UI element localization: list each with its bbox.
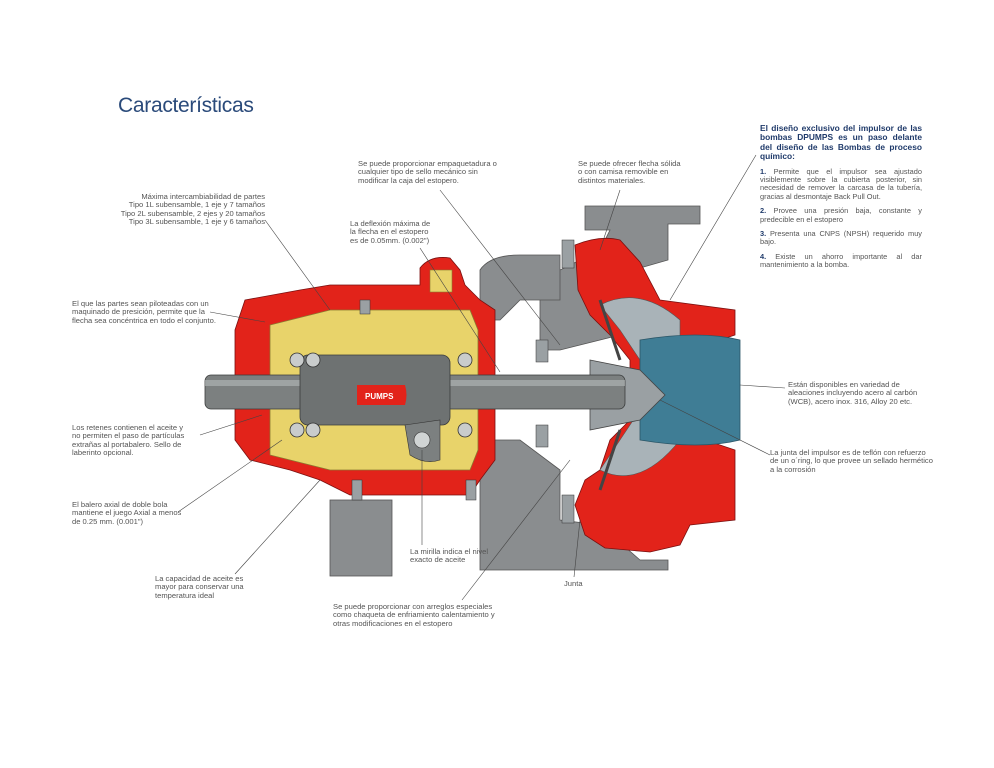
callout-piloteadas: El que las partes sean piloteadas con un… [72, 299, 216, 325]
callout-junta: Junta [564, 579, 583, 588]
callout-mirilla: La mirilla indica el nivel exacto de ace… [410, 547, 489, 565]
panel-item-1: 1. Permite que el impulsor sea ajustado … [760, 166, 922, 201]
leader-lines [177, 154, 786, 601]
callout-flecha-solida: Se puede ofrecer flecha sólida o con cam… [578, 159, 681, 185]
shaft [204, 354, 626, 426]
panel-item-2: 2. Provee una presión baja, constante y … [760, 206, 922, 224]
panel-item-4: 4. Existe un ahorro importante al dar ma… [760, 251, 922, 270]
bolts [351, 239, 575, 524]
panel-heading: El diseño exclusivo del impulsor de las … [760, 123, 922, 162]
callout-deflexion: La deflexión máxima de la flecha en el e… [350, 219, 431, 245]
sight-glass [404, 419, 441, 462]
bearings [289, 352, 473, 438]
callout-intercambiabilidad: Máxima intercambiabilidad de partes Tipo… [120, 192, 265, 227]
panel-item-3: 3. Presenta una CNPS (NPSH) requerido mu… [760, 229, 922, 247]
features-panel: El diseño exclusivo del impulsor de las … [760, 123, 922, 276]
svg-text:PUMPS: PUMPS [365, 392, 394, 401]
callout-aleaciones: Están disponibles en variedad de aleacio… [788, 380, 918, 406]
page-title: Características [118, 94, 254, 117]
callout-enfriamiento: Se puede proporcionar con arreglos espec… [333, 602, 495, 628]
callout-teflon: La junta del impulsor es de teflón con r… [770, 448, 933, 474]
callout-capacidad: La capacidad de aceite es mayor para con… [155, 574, 244, 600]
callout-balero: El balero axial de doble bola mantiene e… [72, 500, 182, 526]
callout-empaquetadura: Se puede proporcionar empaquetadura o cu… [358, 159, 497, 185]
callout-retenes: Los retenes contienen el aceite y no per… [72, 423, 185, 458]
pumps-logo: PUMPS [357, 385, 407, 405]
